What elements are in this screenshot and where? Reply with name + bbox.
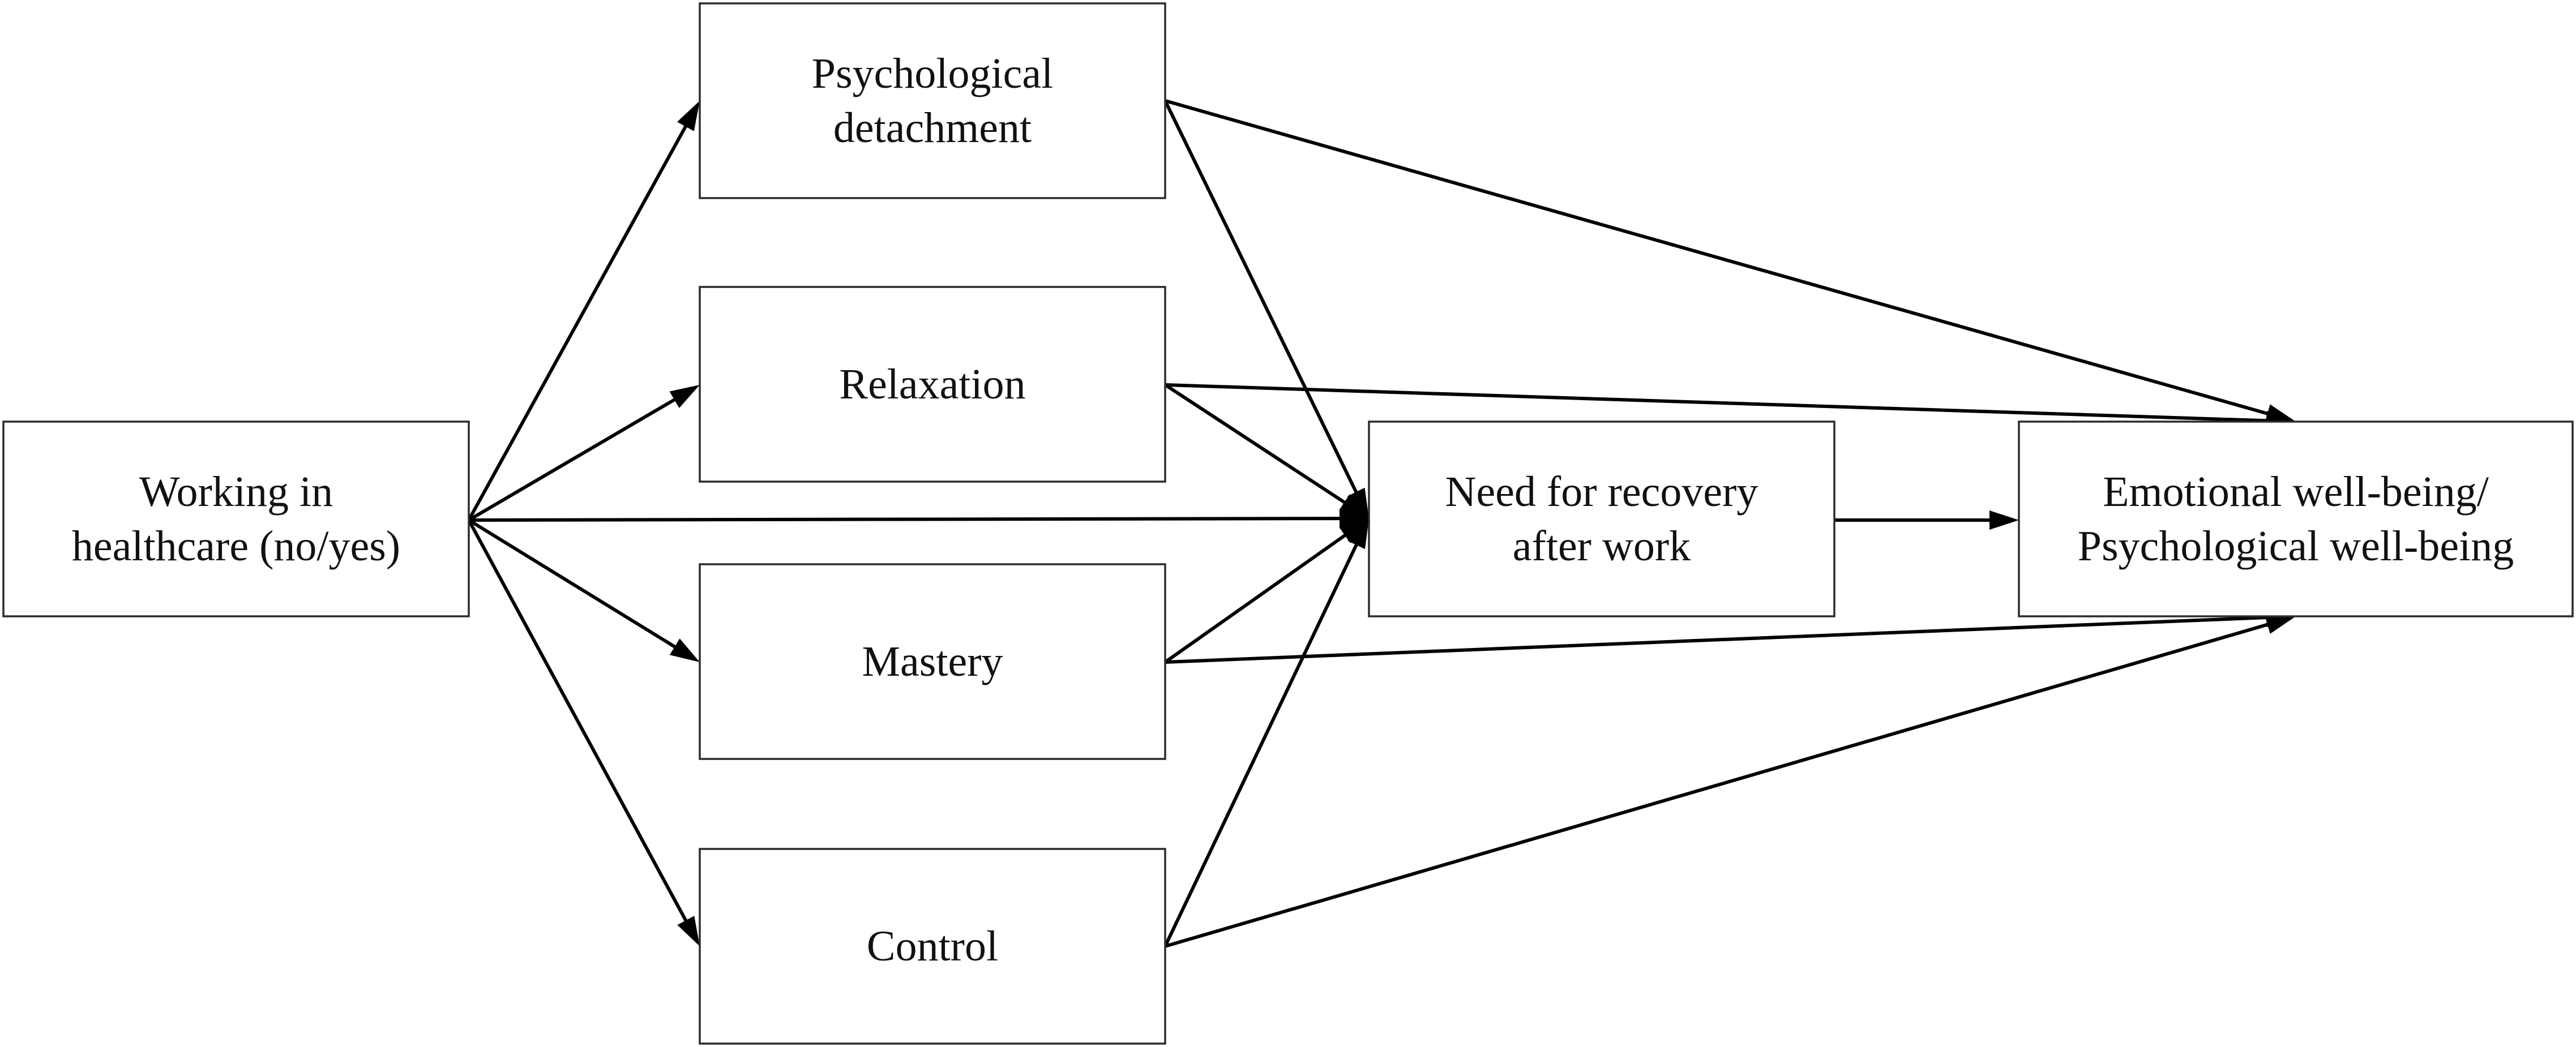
node-working: Working in healthcare (no/yes)	[2, 420, 470, 617]
arrowhead	[1339, 518, 1369, 543]
edges	[467, 99, 2296, 948]
node-box	[2018, 420, 2574, 617]
arrowhead	[1340, 509, 1369, 529]
node-mastery: Mastery	[699, 563, 1166, 760]
node-box	[2, 420, 470, 617]
arrowhead	[2265, 615, 2296, 634]
arrow-mastery-to-recovery	[1164, 518, 1369, 664]
node-box	[699, 2, 1166, 199]
arrowhead	[1347, 518, 1369, 550]
arrowhead	[677, 916, 700, 946]
arrow-line	[1165, 383, 2273, 423]
arrow-line	[1164, 530, 1351, 664]
arrow-line	[1163, 539, 1360, 947]
node-label-line: Psychological well-being	[2078, 522, 2514, 570]
node-label-line: after work	[1513, 522, 1691, 570]
node-label-line: healthcare (no/yes)	[72, 522, 400, 570]
node-label-line: Psychological	[812, 50, 1053, 97]
arrow-line	[467, 120, 690, 521]
arrow-line	[467, 519, 690, 926]
node-box	[699, 563, 1166, 760]
arrow-working-to-recovery	[468, 509, 1369, 529]
node-recovery: Need for recovery after work	[1368, 420, 1835, 617]
node-label-line: Control	[867, 922, 998, 970]
arrowhead	[1339, 494, 1369, 518]
node-box	[699, 848, 1166, 1045]
node-wellbeing: Emotional well-being/Psychological well-…	[2018, 420, 2574, 617]
arrow-line	[468, 517, 1346, 522]
arrow-working-to-relaxation	[468, 385, 700, 522]
arrow-line	[1165, 621, 2274, 948]
arrow-line	[1165, 615, 2273, 664]
arrow-line	[468, 395, 681, 522]
arrowhead	[1347, 487, 1369, 518]
arrow-working-to-mastery	[468, 518, 700, 662]
arrow-line	[1164, 383, 1350, 507]
arrow-line	[468, 518, 681, 651]
arrow-detachment-to-wellbeing	[1165, 99, 2296, 423]
arrow-relaxation-to-recovery	[1164, 383, 1369, 518]
arrow-detachment-to-recovery	[1163, 100, 1369, 518]
node-label-line: detachment	[833, 104, 1032, 152]
arrow-recovery-to-wellbeing	[1834, 510, 2019, 530]
node-label-line: Need for recovery	[1445, 468, 1758, 516]
arrow-control-to-wellbeing	[1165, 615, 2296, 948]
node-label-line: Mastery	[862, 638, 1003, 685]
node-label-line: Working in	[139, 468, 333, 516]
node-label-line: Emotional well-being/	[2103, 468, 2489, 516]
node-box	[699, 286, 1166, 483]
arrowhead	[669, 385, 700, 408]
arrow-control-to-recovery	[1163, 518, 1369, 947]
arrowhead	[669, 638, 700, 662]
arrow-working-to-control	[467, 519, 700, 946]
arrowhead	[1989, 510, 2019, 530]
node-control: Control	[699, 848, 1166, 1045]
arrow-line	[1163, 100, 1360, 498]
node-label-line: Relaxation	[839, 361, 1025, 408]
node-box	[1368, 420, 1835, 617]
node-relaxation: Relaxation	[699, 286, 1166, 483]
arrowhead	[677, 101, 700, 131]
node-detachment: Psychological detachment	[699, 2, 1166, 199]
arrow-working-to-detachment	[467, 101, 700, 521]
arrow-line	[1165, 99, 2274, 417]
